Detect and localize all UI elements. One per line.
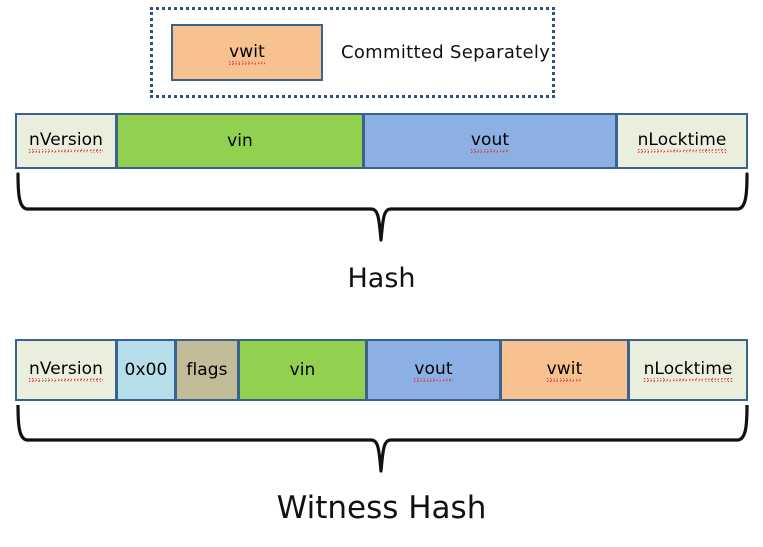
field-nlocktime-row2: nLocktime [628, 339, 748, 401]
field-vout-row2-label: vout [414, 359, 453, 379]
field-marker-0x00: 0x00 [116, 339, 176, 401]
field-flags: flags [175, 339, 239, 401]
field-nversion-row2: nVersion [15, 339, 117, 401]
field-nversion-row2-label: nVersion [28, 359, 104, 379]
field-vwit-committed: vwit [171, 24, 323, 81]
field-vout-row2: vout [366, 339, 501, 401]
brace-witness-hash-icon [16, 405, 749, 473]
field-vout-row1: vout [363, 113, 617, 169]
field-nlocktime-row2-label: nLocktime [643, 359, 733, 379]
brace-hash-label: Hash [347, 263, 416, 294]
field-vin-row1: vin [116, 113, 364, 169]
field-nlocktime-row1: nLocktime [616, 113, 748, 169]
field-vin-row2-label: vin [289, 359, 316, 380]
field-flags-label: flags [186, 359, 228, 380]
field-nversion-row1-label: nVersion [28, 130, 104, 150]
field-nversion-row1: nVersion [15, 113, 117, 169]
field-nlocktime-row1-label: nLocktime [637, 130, 727, 150]
field-vwit-committed-label: vwit [229, 41, 265, 62]
committed-separately-note: Committed Separately [341, 42, 551, 63]
field-vwit-row2: vwit [500, 339, 629, 401]
brace-hash-icon [16, 172, 749, 242]
field-marker-0x00-label: 0x00 [124, 359, 168, 380]
committed-separately-group [150, 7, 555, 98]
field-vin-row1-label: vin [227, 130, 253, 151]
field-vin-row2: vin [238, 339, 367, 401]
field-vwit-row2-label: vwit [546, 359, 583, 379]
field-vout-row1-label: vout [470, 130, 510, 150]
brace-witness-hash-label: Witness Hash [276, 490, 487, 526]
